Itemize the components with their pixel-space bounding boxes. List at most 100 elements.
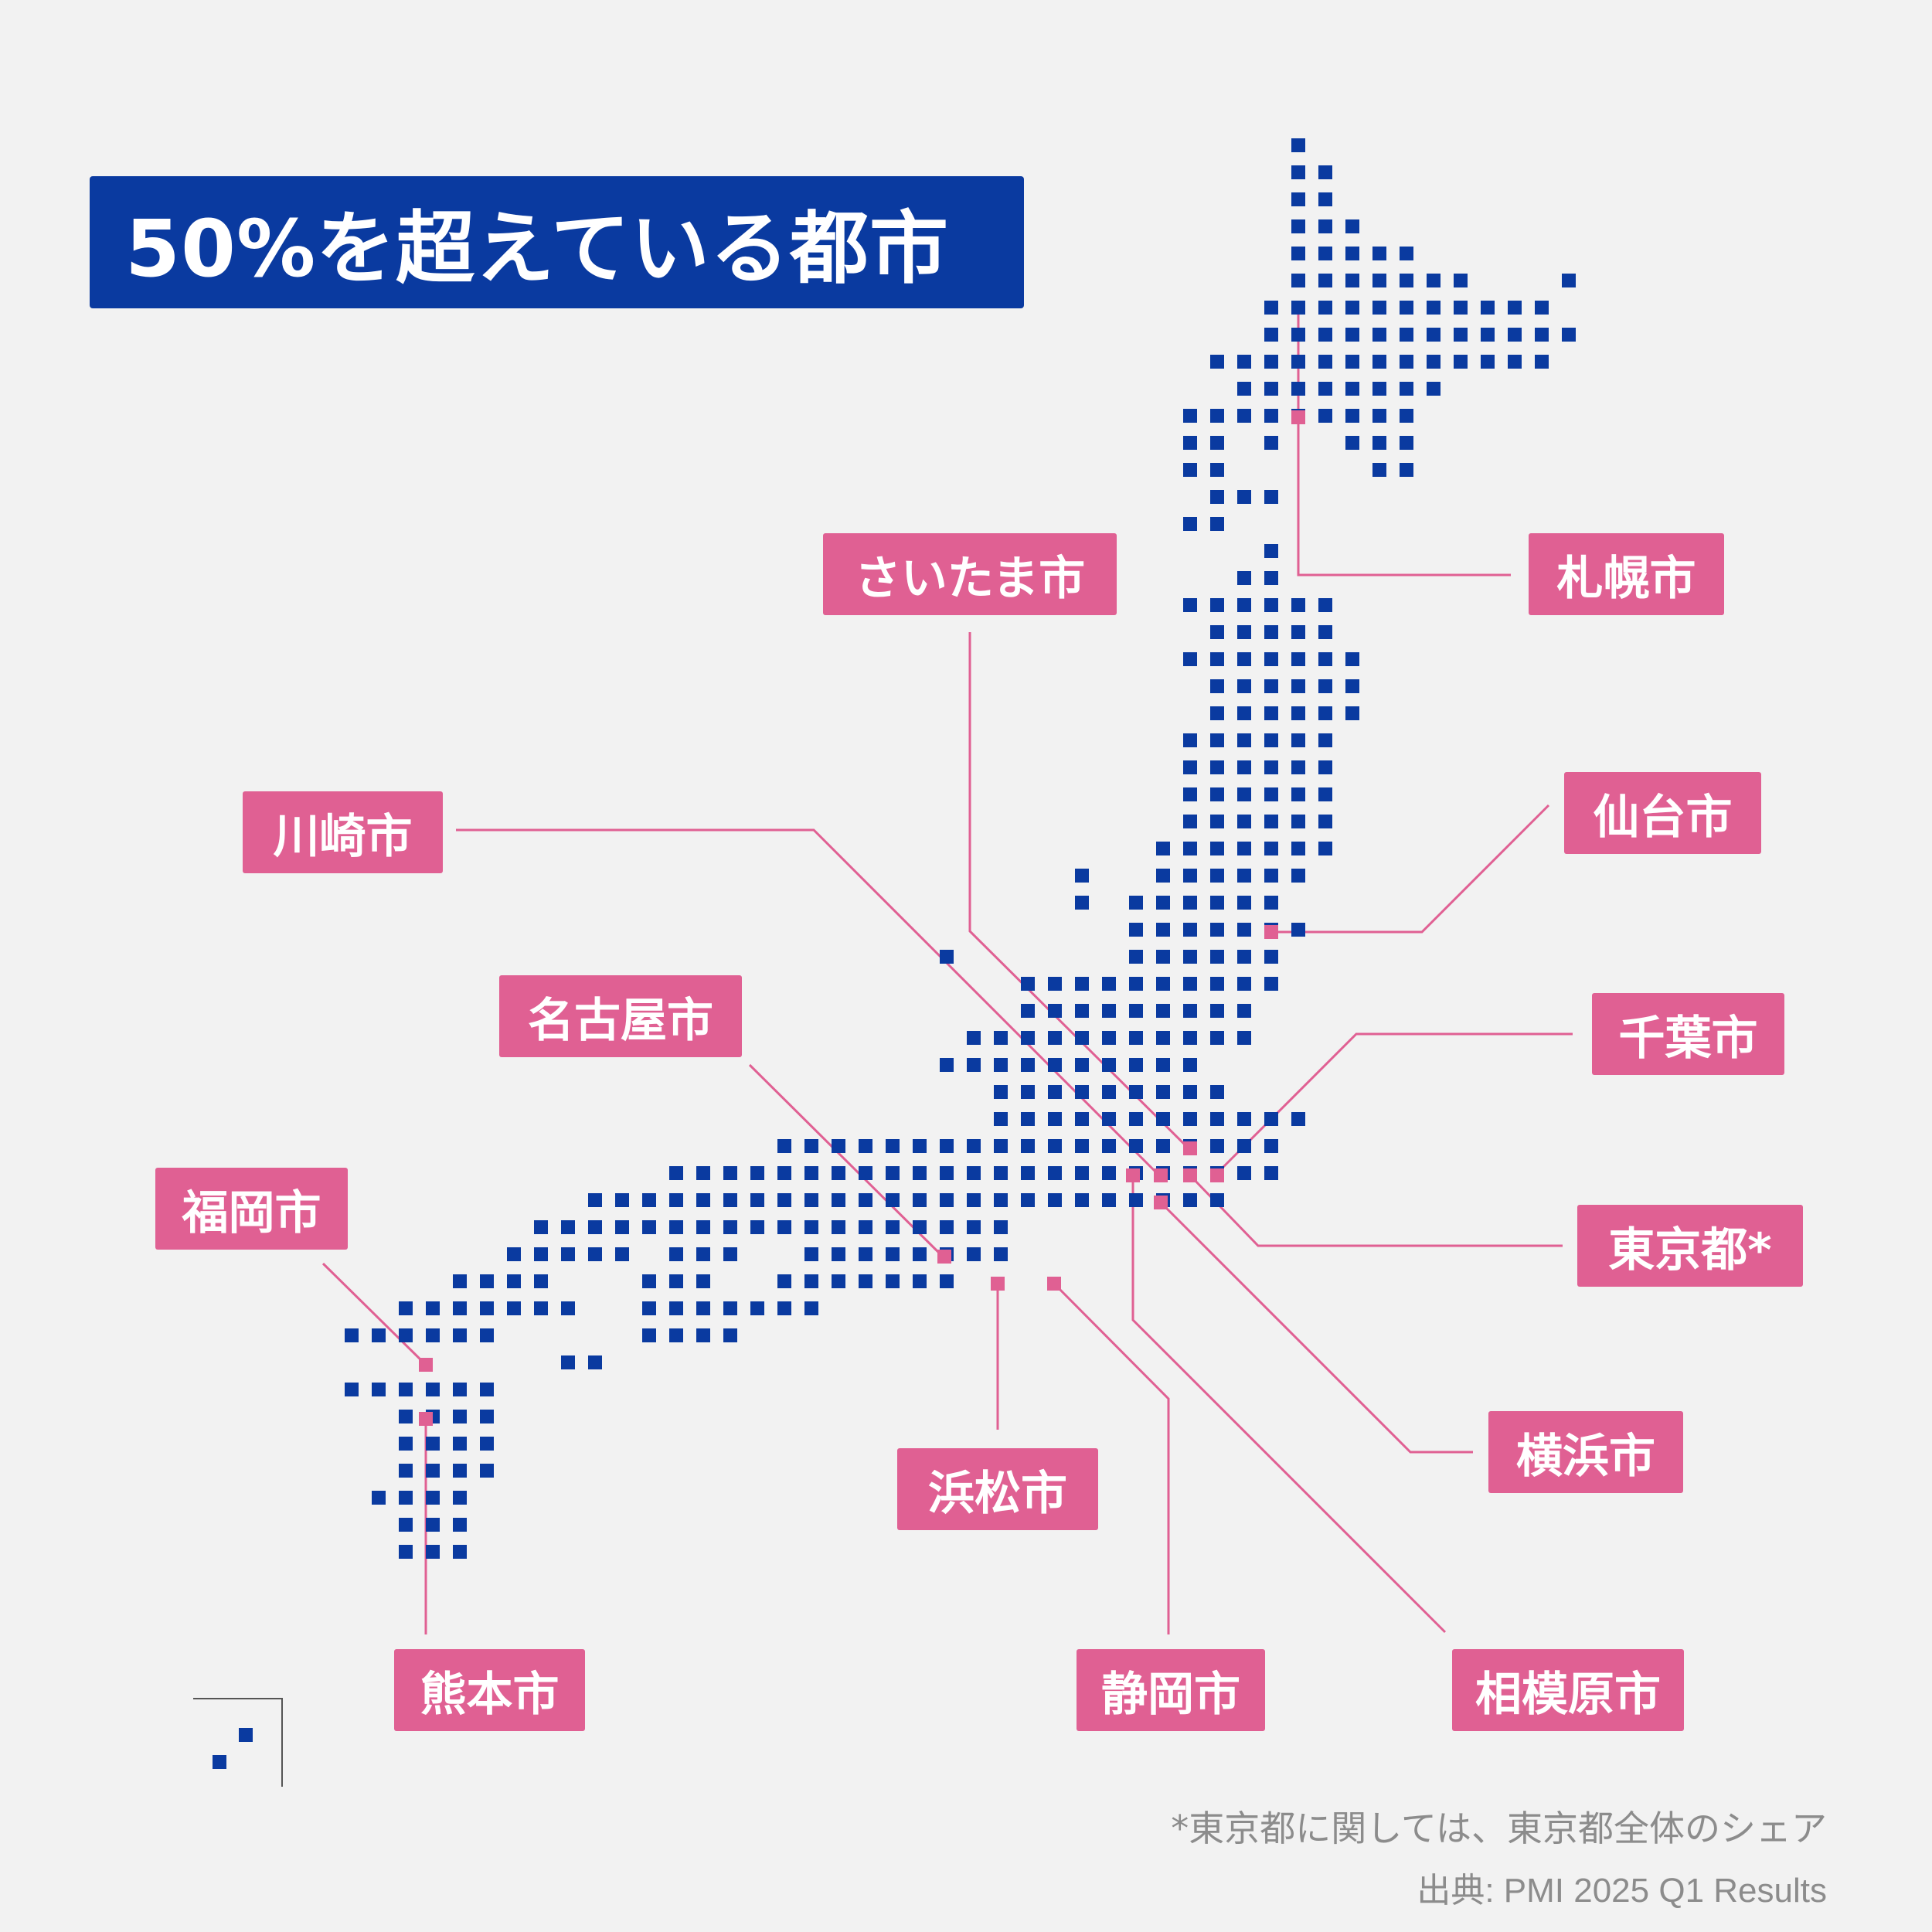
map-dot <box>1345 436 1359 450</box>
map-dot <box>1291 1112 1305 1126</box>
okinawa-inset <box>193 1698 283 1787</box>
map-dot <box>1427 274 1440 287</box>
map-dot <box>1102 1112 1116 1126</box>
footnote: *東京都に関しては、東京都全体のシェア <box>1171 1808 1827 1849</box>
map-dot <box>1372 247 1386 260</box>
map-dot <box>453 1328 467 1342</box>
map-dot <box>1291 301 1305 315</box>
map-dot <box>426 1518 440 1532</box>
map-dot <box>1427 355 1440 369</box>
map-dot <box>1291 706 1305 720</box>
map-dot <box>1183 652 1197 666</box>
map-dot <box>1210 733 1224 747</box>
map-dot <box>804 1247 818 1261</box>
map-dot <box>750 1166 764 1180</box>
city-dot-sagamihara <box>1126 1168 1140 1182</box>
map-dot <box>913 1193 927 1207</box>
map-dot <box>1183 896 1197 910</box>
map-dot <box>372 1383 386 1396</box>
inset-dot <box>239 1728 253 1742</box>
map-dot <box>534 1301 548 1315</box>
map-dot <box>480 1410 494 1423</box>
map-dot <box>1237 706 1251 720</box>
map-dot <box>696 1166 710 1180</box>
map-dot <box>426 1328 440 1342</box>
label-kawasaki: 川崎市 <box>243 791 443 873</box>
map-dot <box>1318 192 1332 206</box>
map-dot <box>1264 409 1278 423</box>
map-dot <box>1156 1004 1170 1018</box>
leader-line-sapporo <box>1297 309 1511 577</box>
map-dot <box>1183 1058 1197 1072</box>
map-dot <box>1129 1193 1143 1207</box>
map-dot <box>1345 706 1359 720</box>
map-dot <box>1129 977 1143 991</box>
map-dot <box>1454 328 1468 342</box>
map-dot <box>1075 1112 1089 1126</box>
map-dot <box>1021 977 1035 991</box>
map-dot <box>1156 950 1170 964</box>
map-dot <box>1075 1058 1089 1072</box>
map-dot <box>913 1274 927 1288</box>
map-dot <box>1183 1031 1197 1045</box>
city-dot-sendai <box>1264 925 1278 939</box>
map-dot <box>1318 247 1332 260</box>
label-yokohama: 横浜市 <box>1488 1411 1683 1493</box>
map-dot <box>1129 1139 1143 1153</box>
leader-line-yokohama <box>1159 1201 1473 1454</box>
map-dot <box>1237 1139 1251 1153</box>
map-dot <box>913 1247 927 1261</box>
map-dot <box>1318 815 1332 828</box>
map-dot <box>1318 355 1332 369</box>
map-dot <box>669 1328 683 1342</box>
map-dot <box>1372 409 1386 423</box>
map-dot <box>804 1274 818 1288</box>
map-dot <box>994 1058 1008 1072</box>
map-dot <box>1075 896 1089 910</box>
map-dot <box>669 1193 683 1207</box>
map-dot <box>804 1139 818 1153</box>
map-dot <box>669 1274 683 1288</box>
map-dot <box>994 1193 1008 1207</box>
map-dot <box>940 1193 954 1207</box>
map-dot <box>1318 787 1332 801</box>
map-dot <box>1210 1085 1224 1099</box>
map-dot <box>1048 1193 1062 1207</box>
map-dot <box>1318 733 1332 747</box>
map-dot <box>1183 1085 1197 1099</box>
map-dot <box>1318 274 1332 287</box>
map-dot <box>1129 1085 1143 1099</box>
map-dot <box>913 1139 927 1153</box>
leader-line-saitama <box>968 632 1192 1151</box>
map-dot <box>615 1220 629 1234</box>
map-dot <box>1075 1166 1089 1180</box>
city-dot-kumamoto <box>419 1412 433 1426</box>
map-dot <box>1048 1112 1062 1126</box>
map-dot <box>1129 896 1143 910</box>
map-dot <box>1210 1031 1224 1045</box>
map-dot <box>399 1410 413 1423</box>
map-dot <box>1237 571 1251 585</box>
map-dot <box>345 1383 359 1396</box>
map-dot <box>1264 1139 1278 1153</box>
map-dot <box>1264 652 1278 666</box>
map-dot <box>1129 923 1143 937</box>
map-dot <box>859 1274 872 1288</box>
map-dot <box>1535 301 1549 315</box>
map-dot <box>967 1247 981 1261</box>
map-dot <box>669 1247 683 1261</box>
map-dot <box>777 1166 791 1180</box>
map-dot <box>1183 436 1197 450</box>
map-dot <box>1372 274 1386 287</box>
map-dot <box>1210 1112 1224 1126</box>
map-dot <box>561 1247 575 1261</box>
map-dot <box>1102 1004 1116 1018</box>
city-dot-kawasaki <box>1154 1168 1168 1182</box>
map-dot <box>1562 274 1576 287</box>
map-dot <box>1291 382 1305 396</box>
map-dot <box>1210 463 1224 477</box>
map-dot <box>1264 842 1278 855</box>
map-dot <box>1264 977 1278 991</box>
map-dot <box>1264 1112 1278 1126</box>
map-dot <box>1345 382 1359 396</box>
